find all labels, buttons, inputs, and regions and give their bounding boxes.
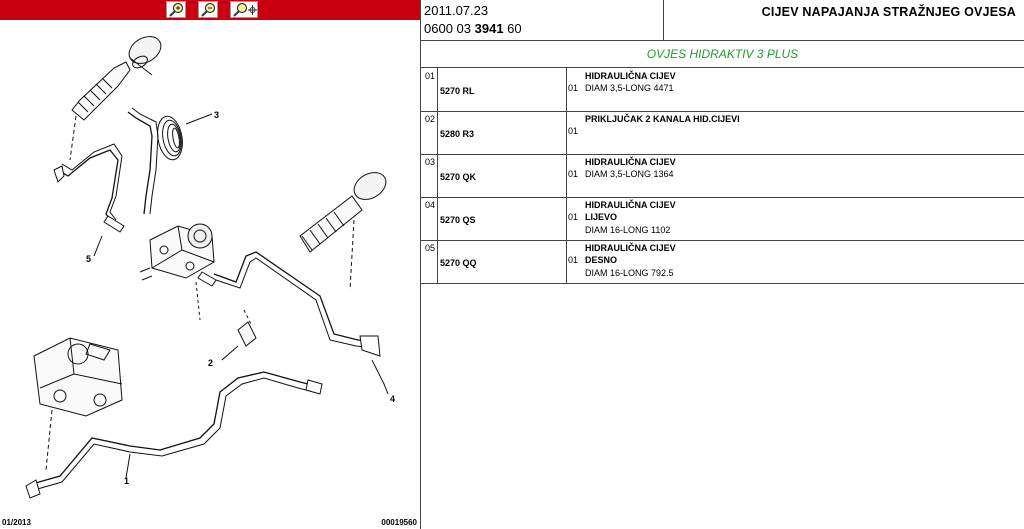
part-quantity: 01: [568, 83, 579, 93]
part-index: 01: [425, 71, 436, 81]
zoom-in-button[interactable]: [166, 1, 186, 18]
catalog-reference: 0600 03 3941 60: [424, 21, 522, 36]
hydraulic-pump: [33, 337, 123, 417]
part-index: 05: [425, 243, 436, 253]
zoom-fit-icon: [233, 2, 257, 17]
column-divider: [566, 154, 567, 197]
catalog-date: 2011.07.23: [424, 3, 489, 18]
section-subtitle: OVJES HIDRAKTIV 3 PLUS: [421, 41, 1024, 68]
part-detail: DIAM 3,5-LONG 4471: [585, 83, 674, 93]
parts-panel: 2011.07.23 0600 03 3941 60 CIJEV NAPAJAN…: [421, 0, 1024, 529]
part-quantity: 01: [568, 169, 579, 179]
parts-row[interactable]: 04 5270 QS HIDRAULIČNA CIJEV 01 LIJEVO DIAM 1…: [421, 197, 1024, 241]
part-quantity: 01: [568, 212, 579, 222]
column-divider: [566, 197, 567, 240]
part-index: 04: [425, 200, 436, 210]
zoom-fit-button[interactable]: [230, 1, 258, 18]
column-divider: [566, 111, 567, 154]
part-code: 5270 QK: [440, 172, 477, 182]
valve-block: [139, 223, 215, 281]
part-quantity: 01: [568, 255, 579, 265]
parts-row[interactable]: 03 5270 QK HIDRAULIČNA CIJEV 01 DIAM 3,5-LON…: [421, 154, 1024, 198]
part-name: HIDRAULIČNA CIJEV: [585, 200, 676, 210]
left-suspension-cylinder: [71, 36, 162, 121]
part-index: 03: [425, 157, 436, 167]
part-code: 5270 RL: [440, 86, 475, 96]
zoom-out-icon: [201, 2, 216, 17]
column-divider: [437, 154, 438, 197]
callout-4: 4: [390, 394, 395, 404]
part-detail: DIAM 3,5-LONG 1364: [585, 169, 674, 179]
callout-3: 3: [214, 110, 219, 120]
column-divider: [437, 111, 438, 154]
part-name: HIDRAULIČNA CIJEV: [585, 71, 676, 81]
part-name: HIDRAULIČNA CIJEV: [585, 243, 676, 253]
column-divider: [566, 68, 567, 111]
column-divider: [437, 68, 438, 111]
ref-prefix: 0600 03: [424, 21, 471, 36]
ref-suffix: 60: [507, 21, 522, 36]
exploded-view-diagram[interactable]: 1 2 3 4 5: [0, 20, 420, 529]
part-code: 5280 R3: [440, 129, 475, 139]
parts-row[interactable]: 05 5270 QQ HIDRAULIČNA CIJEV 01 DESNO DIAM 16…: [421, 240, 1024, 284]
diagram-panel: 1 2 3 4 5 01/2013 00019560: [0, 0, 420, 529]
column-divider: [437, 197, 438, 240]
part-detail: DIAM 16-LONG 1102: [585, 225, 671, 235]
part-name: HIDRAULIČNA CIJEV: [585, 157, 676, 167]
column-divider: [566, 240, 567, 283]
header-info: 2011.07.23 0600 03 3941 60: [421, 0, 664, 41]
callout-1: 1: [124, 476, 129, 486]
part-detail: LIJEVO: [585, 212, 618, 222]
callout-2: 2: [208, 358, 213, 368]
callout-5: 5: [86, 254, 91, 264]
parts-row[interactable]: 02 5280 R3 PRIKLJUČAK 2 KANALA HID.CIJEVI 0…: [421, 111, 1024, 155]
page-title: CIJEV NAPAJANJA STRAŽNJEG OVJESA: [761, 5, 1016, 19]
part-index: 02: [425, 114, 436, 124]
part-detail: DESNO: [585, 255, 618, 265]
part-detail: DIAM 16-LONG 792.5: [585, 268, 674, 278]
panel-divider: [420, 0, 421, 529]
diagram-date: 01/2013: [2, 518, 31, 527]
diagram-id: 00019560: [381, 518, 417, 527]
part-quantity: 01: [568, 126, 579, 136]
zoom-out-button[interactable]: [198, 1, 218, 18]
part-code: 5270 QS: [440, 215, 476, 225]
part-code: 5270 QQ: [440, 258, 477, 268]
ref-bold: 3941: [474, 21, 504, 36]
zoom-toolbar: [0, 0, 420, 20]
right-suspension-cylinder: [299, 172, 387, 253]
header-title-cell: CIJEV NAPAJANJA STRAŽNJEG OVJESA: [664, 0, 1024, 41]
zoom-in-icon: [169, 2, 184, 17]
column-divider: [437, 240, 438, 283]
part-name: PRIKLJUČAK 2 KANALA HID.CIJEVI: [585, 114, 740, 124]
